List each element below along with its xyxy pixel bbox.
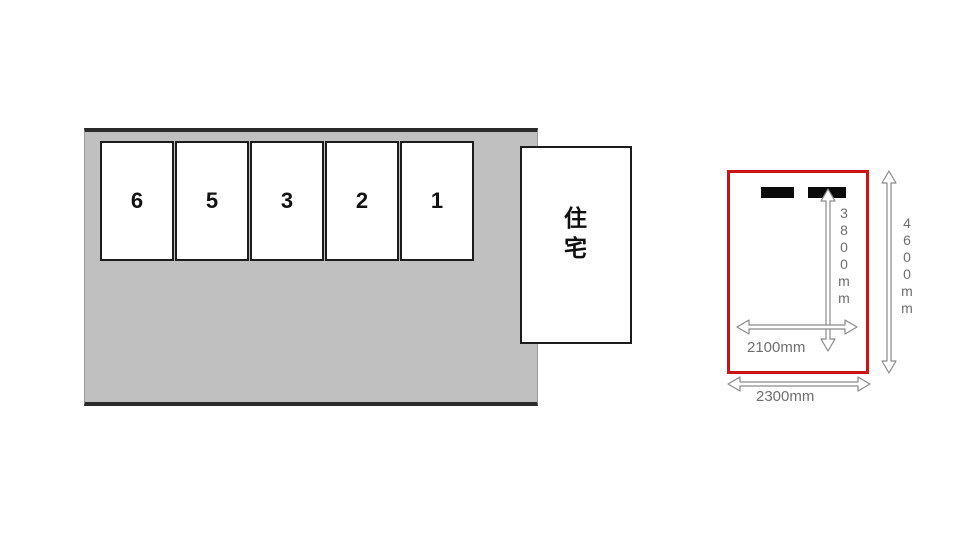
stall-outline-box — [727, 170, 869, 374]
dim-char: 8 — [840, 221, 848, 238]
dim-char: 3 — [840, 205, 848, 221]
depth-dimension-arrow-icon — [819, 188, 837, 352]
depth-dimension-label: 3 8 0 0 m m — [836, 205, 852, 307]
outer-depth-dimension-arrow-icon — [880, 170, 898, 374]
dim-char: 4 — [903, 215, 911, 231]
residence-label-char: 住 — [564, 206, 588, 232]
dim-char: m — [901, 299, 913, 316]
parking-lot-site-plan: 6 5 3 2 1 住 宅 — [84, 128, 632, 406]
parking-stall[interactable]: 3 — [250, 141, 324, 261]
parking-stall[interactable]: 2 — [325, 141, 399, 261]
width-dimension-label: 2100mm — [747, 339, 806, 356]
stall-number: 6 — [130, 188, 144, 213]
dim-char: m — [838, 289, 850, 306]
parking-stall[interactable]: 1 — [400, 141, 474, 261]
width-dimension-arrow-icon — [736, 318, 858, 336]
parking-stall-dimension-diagram: 3 8 0 0 m m 4 6 0 0 m m 2100mm 2300mm — [700, 0, 960, 540]
parking-stall[interactable]: 5 — [175, 141, 249, 261]
residence-block: 住 宅 — [520, 146, 632, 344]
dim-char: 0 — [840, 255, 848, 272]
residence-label: 住 宅 — [522, 204, 630, 265]
dim-char: 6 — [903, 231, 911, 248]
outer-depth-dimension-label: 4 6 0 0 m m — [899, 215, 915, 317]
stall-number: 3 — [280, 188, 294, 213]
stall-number: 1 — [430, 188, 444, 213]
residence-label-char: 宅 — [564, 236, 588, 263]
outer-width-dimension-arrow-icon — [727, 375, 871, 393]
dim-char: 0 — [903, 248, 911, 265]
wheel-stopper-icon — [761, 187, 794, 198]
stall-number: 2 — [355, 188, 369, 213]
parking-stall[interactable]: 6 — [100, 141, 174, 261]
dim-char: m — [901, 282, 913, 299]
dim-char: 0 — [903, 265, 911, 282]
dim-char: 0 — [840, 238, 848, 255]
stall-number: 5 — [205, 188, 219, 213]
outer-width-dimension-label: 2300mm — [756, 388, 815, 405]
dim-char: m — [838, 272, 850, 289]
parking-stall-row: 6 5 3 2 1 — [100, 141, 474, 261]
